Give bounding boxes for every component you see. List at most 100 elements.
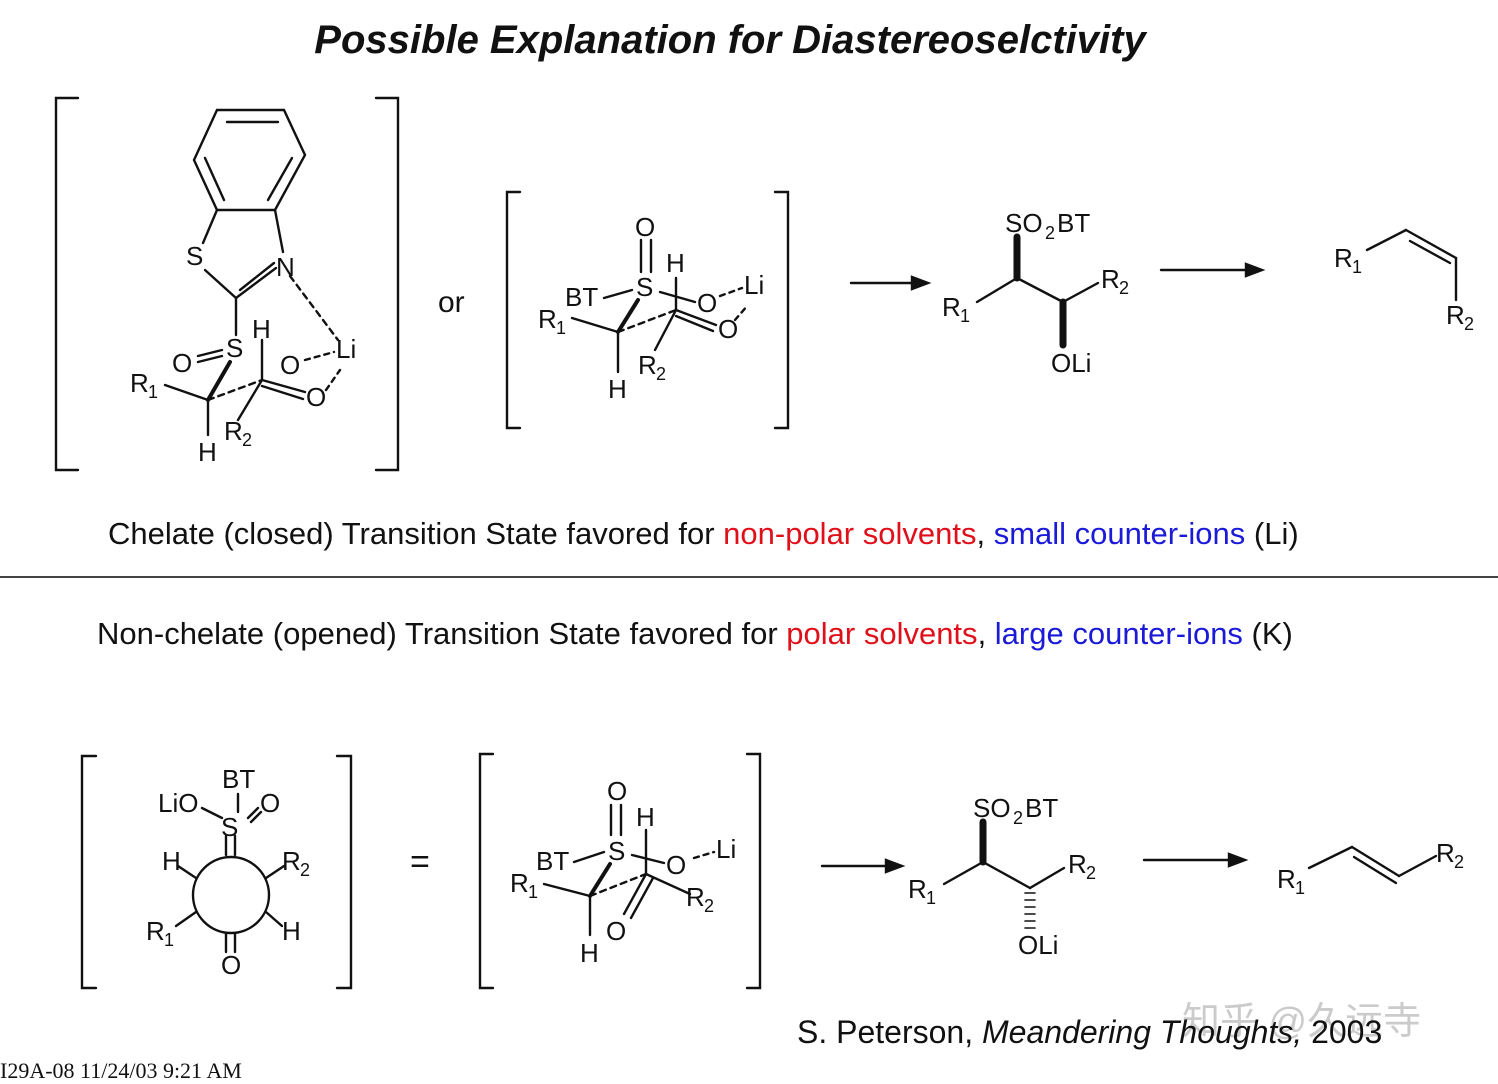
- atom-label: O: [635, 212, 655, 242]
- watermark: 知乎 @久远寺: [1182, 1001, 1422, 1043]
- atom-label: SO: [1005, 208, 1043, 238]
- atom-label: H: [282, 916, 301, 946]
- atom-label: H: [252, 314, 271, 344]
- atom-label: H: [608, 374, 627, 404]
- atom-label: R: [510, 868, 529, 898]
- atom-label: R: [1277, 864, 1296, 894]
- subscript: 1: [164, 930, 174, 950]
- atom-label: O: [306, 382, 326, 412]
- atom-label: BT: [222, 764, 255, 794]
- atom-label: S: [636, 272, 653, 302]
- caption-prefix: Non-chelate (opened) Transition State fa…: [97, 616, 787, 651]
- caption-comma: ,: [977, 616, 995, 651]
- atom-label: BT: [1057, 208, 1090, 238]
- bracket-3: [80, 754, 353, 990]
- subscript: 1: [926, 888, 936, 908]
- credit-line: S. Peterson, Meandering Thoughts, 2003: [797, 1014, 1382, 1051]
- counter-ion-condition: large counter-ions: [994, 616, 1243, 651]
- atom-label: R: [130, 368, 149, 398]
- atom-label: R: [224, 416, 243, 446]
- subscript: 1: [1295, 878, 1305, 898]
- atom-label: R: [638, 350, 657, 380]
- atom-label: R: [1436, 838, 1455, 868]
- atom-label: Li: [744, 270, 764, 300]
- nonchelate-caption: Non-chelate (opened) Transition State fa…: [97, 616, 1293, 652]
- subscript: 2: [300, 860, 310, 880]
- solvent-condition: polar solvents: [786, 616, 978, 651]
- atom-label: R: [942, 292, 961, 322]
- benzene-ring: [192, 108, 307, 212]
- subscript: 2: [1045, 223, 1055, 243]
- atom-label: H: [162, 846, 181, 876]
- caption-comma: ,: [976, 516, 994, 551]
- atom-label: O: [718, 314, 738, 344]
- subscript: 2: [1464, 314, 1474, 334]
- solvent-condition: non-polar solvents: [723, 516, 977, 551]
- slide-footer: I29A-08 11/24/03 9:21 AM: [0, 1058, 242, 1083]
- subscript: 1: [1352, 257, 1362, 277]
- atom-label: R: [538, 304, 557, 334]
- atom-label: BT: [536, 846, 569, 876]
- atom-label: SO: [973, 793, 1011, 823]
- atom-label: R: [146, 916, 165, 946]
- subscript: 2: [1119, 278, 1129, 298]
- slide-title: Possible Explanation for Diastereoselcti…: [314, 18, 1146, 62]
- atom-label: Li: [716, 834, 736, 864]
- bracket-2: [505, 190, 790, 430]
- caption-prefix: Chelate (closed) Transition State favore…: [108, 516, 724, 551]
- atom-label: O: [697, 288, 717, 318]
- credit-year: 2003: [1302, 1014, 1383, 1050]
- atom-label: O: [666, 850, 686, 880]
- atom-label: LiO: [158, 788, 198, 818]
- equals-label: =: [410, 843, 430, 881]
- atom-label: R: [282, 846, 301, 876]
- atom-label: OLi: [1051, 348, 1091, 378]
- or-label: or: [438, 286, 465, 319]
- atom-label: O: [607, 776, 627, 806]
- subscript: 2: [656, 364, 666, 384]
- atom-label: BT: [565, 282, 598, 312]
- subscript: 1: [960, 306, 970, 326]
- atom-label: S: [186, 241, 203, 271]
- atom-label: O: [260, 788, 280, 818]
- atom-label: N: [276, 252, 295, 282]
- atom-labels: S N S H O O Li O R 1 R 2 H or O S H BT O…: [130, 208, 1474, 980]
- atom-label: R: [1446, 300, 1465, 330]
- atom-label: BT: [1025, 793, 1058, 823]
- atom-label: O: [280, 350, 300, 380]
- bracket-1: [54, 96, 400, 472]
- atom-label: R: [1101, 264, 1120, 294]
- atom-label: S: [226, 333, 243, 363]
- atom-label: H: [636, 802, 655, 832]
- atom-label: H: [666, 248, 685, 278]
- bracket-4: [478, 752, 762, 990]
- atom-label: H: [198, 437, 217, 467]
- subscript: 2: [1454, 852, 1464, 872]
- subscript: 2: [1086, 863, 1096, 883]
- atom-label: Li: [336, 334, 356, 364]
- subscript: 1: [556, 318, 566, 338]
- atom-label: O: [221, 950, 241, 980]
- counter-ion-condition: small counter-ions: [993, 516, 1246, 551]
- caption-suffix: (Li): [1245, 516, 1299, 551]
- atom-label: R: [1334, 243, 1353, 273]
- caption-suffix: (K): [1242, 616, 1293, 651]
- credit-author: S. Peterson,: [797, 1014, 982, 1050]
- subscript: 1: [528, 882, 538, 902]
- atom-label: S: [608, 836, 625, 866]
- atom-label: O: [606, 916, 626, 946]
- section-divider: [0, 576, 1498, 578]
- chelate-caption: Chelate (closed) Transition State favore…: [108, 516, 1299, 552]
- atom-label: O: [172, 348, 192, 378]
- subscript: 2: [1013, 808, 1023, 828]
- atom-label: R: [908, 874, 927, 904]
- subscript: 2: [242, 430, 252, 450]
- credit-work: Meandering Thoughts,: [981, 1014, 1303, 1050]
- atom-label: OLi: [1018, 930, 1058, 960]
- subscript: 1: [148, 382, 158, 402]
- atom-label: S: [221, 812, 238, 842]
- atom-label: R: [686, 882, 705, 912]
- subscript: 2: [704, 896, 714, 916]
